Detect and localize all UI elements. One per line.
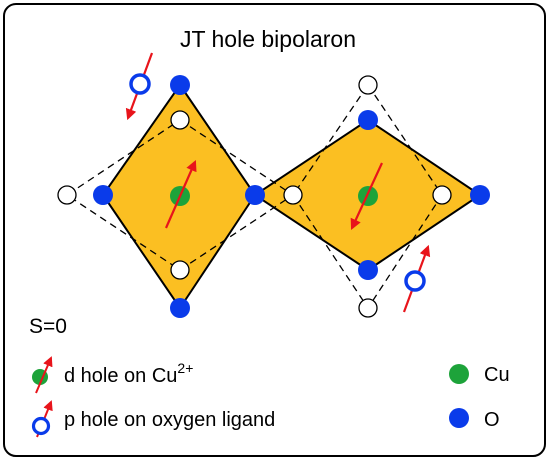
legend-cu: Cu [449,364,510,386]
ligand-circle [358,75,378,95]
ligand-circle [432,185,452,205]
legend-cu-dot [449,364,469,384]
legend-cu-label: Cu [484,364,510,386]
spin-down-arrow-right-cu [350,162,383,230]
diagram-title: JT hole bipolaron [180,26,356,52]
ligand-circle [170,260,190,280]
left-dashed-outline [65,119,295,271]
copper-atom-right [358,186,378,206]
ligand-circle [57,185,77,205]
legend-p-hole-symbol [31,416,51,436]
oxygen-atom [170,298,190,318]
legend-p-hole-label: p hole on oxygen ligand [64,409,275,431]
oxygen-atom [470,185,490,205]
p-hole-top [129,73,151,95]
legend-d-hole-label: d hole on Cu2+ [64,360,193,387]
legend-d-hole-superscript: 2+ [177,360,193,376]
oxygen-atom [245,185,265,205]
ligand-circle [358,298,378,318]
ligand-circle [170,110,190,130]
oxygen-atom [170,75,190,95]
spin-total-label: S=0 [29,315,67,338]
oxygen-atom [358,110,378,130]
legend-o: O [449,408,500,431]
p-hole-bottom [404,270,426,292]
legend-o-label: O [484,409,500,431]
diagram-frame [3,3,546,457]
oxygen-atoms [93,75,490,318]
spin-up-arrow-left-cu [164,159,197,229]
open-ligand-circles [57,75,452,318]
ligand-circle [283,185,303,205]
legend-d-hole: d hole on Cu2+ [32,356,193,394]
oxygen-atom [358,260,378,280]
legend-o-dot [449,408,469,428]
oxygen-atom [93,185,113,205]
legend-p-hole: p hole on oxygen ligand [31,400,275,438]
legend-d-hole-arrow [35,356,53,394]
